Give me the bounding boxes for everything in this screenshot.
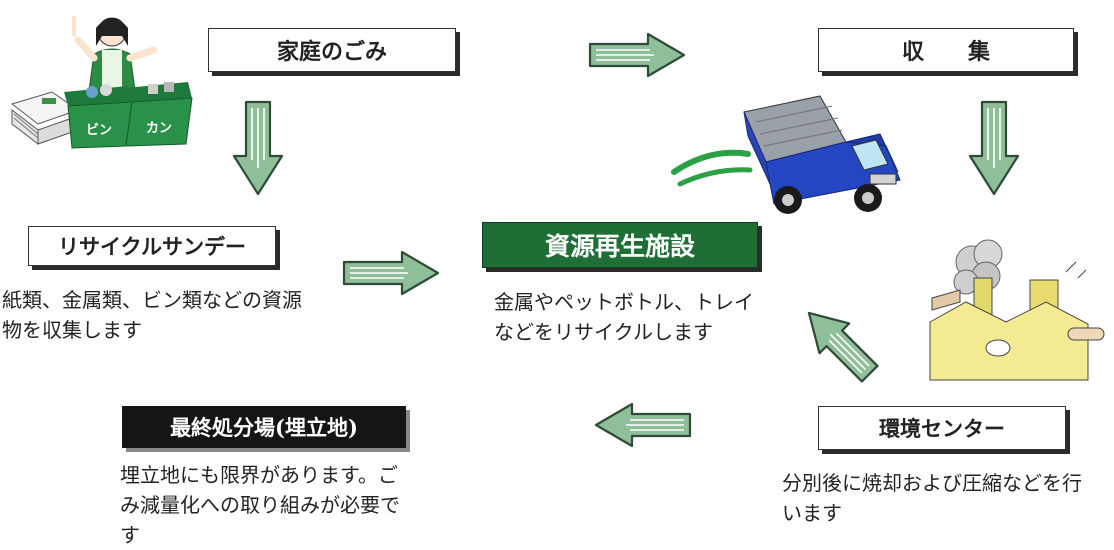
bin-label-bottles: ビン [86, 122, 112, 138]
landfill-description: 埋立地にも限界があります。ごみ減量化への取り組みが必要です [120, 463, 400, 547]
collection-box: 収 集 [818, 28, 1074, 72]
environment-center-box: 環境センター [818, 406, 1066, 450]
household-waste-box: 家庭のごみ [208, 28, 456, 72]
environment-center-description: 分別後に焼却および圧縮などを行います [782, 471, 1082, 525]
resource-facility-box: 資源再生施設 [482, 222, 758, 268]
resource-facility-description: 金属やペットボトル、トレイなどをリサイクルします [494, 290, 754, 344]
arrow-down-left [232, 100, 284, 196]
arrow-right-middle [342, 250, 440, 296]
newspaper-stack-icon [10, 91, 80, 146]
recycle-sunday-box: リサイクルサンデー [28, 226, 276, 266]
garbage-truck-illustration [671, 95, 901, 214]
landfill-box: 最終処分場(埋立地) [122, 406, 406, 448]
speed-lines-icon [671, 149, 753, 187]
recycling-bins-icon: ビン カン [64, 82, 193, 149]
truck-icon [743, 95, 901, 214]
woman-icon [72, 16, 158, 99]
recycle-sunday-description: 紙類、金属類、ビン類などの資源物を収集します [2, 288, 302, 342]
factory-illustration [929, 239, 1105, 381]
factory-icon [929, 261, 1105, 381]
arrow-left-bottom [594, 402, 692, 448]
arrow-right-top [588, 32, 686, 78]
household-sorting-illustration: ビン カン [10, 16, 193, 149]
arrow-up-left-diagonal [807, 311, 879, 383]
arrow-down-right [968, 100, 1020, 196]
bin-label-cans: カン [146, 121, 172, 136]
